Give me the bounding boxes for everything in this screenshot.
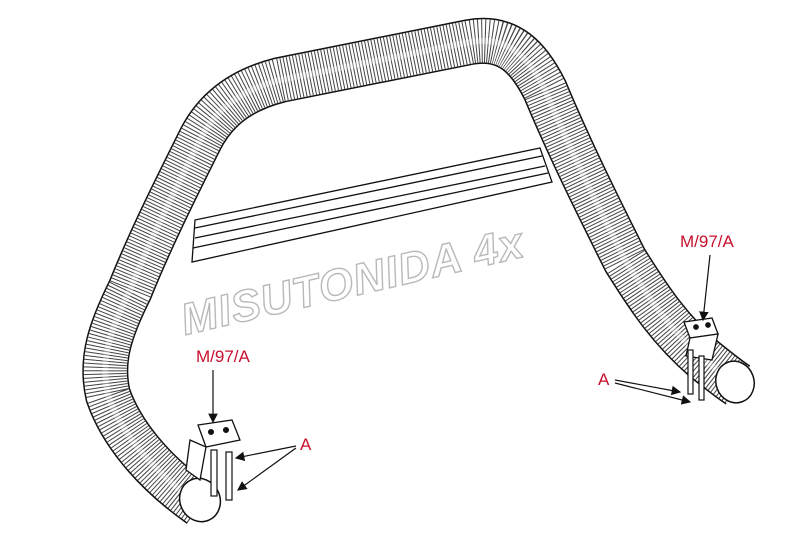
left-bolts	[210, 449, 233, 501]
right-tube-end	[715, 360, 755, 404]
right-part-code-label: M/97/A	[680, 232, 735, 251]
left-bolt-arrow-1	[234, 445, 297, 462]
right-bolt-arrow-2	[614, 382, 692, 405]
left-bolt-label: A	[300, 435, 312, 454]
cross-plate	[191, 147, 553, 263]
left-tube-end	[178, 477, 222, 523]
right-mounting-bracket	[683, 317, 719, 361]
right-bolt-label: A	[598, 370, 610, 389]
left-bolt-arrow-2	[237, 447, 297, 491]
right-bolts	[687, 349, 705, 401]
tubular-hoop	[82, 17, 751, 524]
right-part-code-leader	[699, 254, 711, 322]
left-mounting-bracket	[185, 419, 241, 482]
left-part-code-label: M/97/A	[196, 347, 251, 366]
right-bolt-arrow-1	[614, 379, 682, 396]
